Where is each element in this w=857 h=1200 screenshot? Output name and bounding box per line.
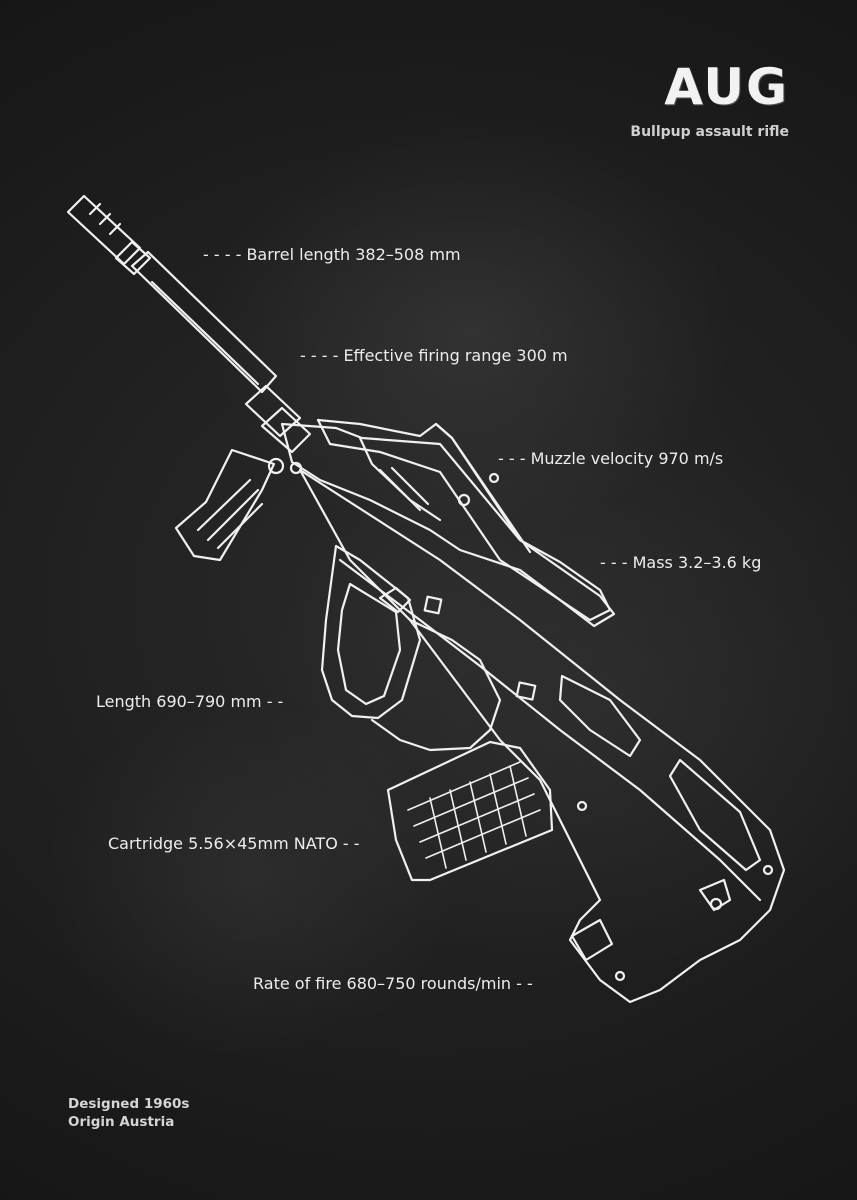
barrel (130, 250, 278, 394)
spec-barrel-length: - - - - Barrel length 382–508 mm (203, 245, 461, 264)
flash-hider (66, 194, 142, 266)
spec-rate-of-fire: Rate of fire 680–750 rounds/min - - (253, 974, 533, 993)
footer-origin: Origin Austria (68, 1114, 175, 1130)
magazine (386, 740, 554, 882)
spec-cartridge: Cartridge 5.56×45mm NATO - - (108, 834, 360, 853)
spec-effective-range: - - - - Effective firing range 300 m (300, 346, 568, 365)
poster-subtitle: Bullpup assault rifle (630, 124, 789, 140)
optic-rail (316, 418, 616, 628)
foregrip (174, 448, 276, 562)
stock-body (298, 468, 786, 1004)
spec-mass: - - - Mass 3.2–3.6 kg (600, 553, 762, 572)
pistol-grip (370, 618, 502, 752)
footer-designed: Designed 1960s (68, 1096, 190, 1112)
spec-muzzle-velocity: - - - Muzzle velocity 970 m/s (498, 449, 724, 468)
spec-length: Length 690–790 mm - - (96, 692, 284, 711)
poster-title: AUG (664, 58, 789, 116)
trigger-guard (320, 544, 422, 720)
receiver (280, 422, 612, 622)
